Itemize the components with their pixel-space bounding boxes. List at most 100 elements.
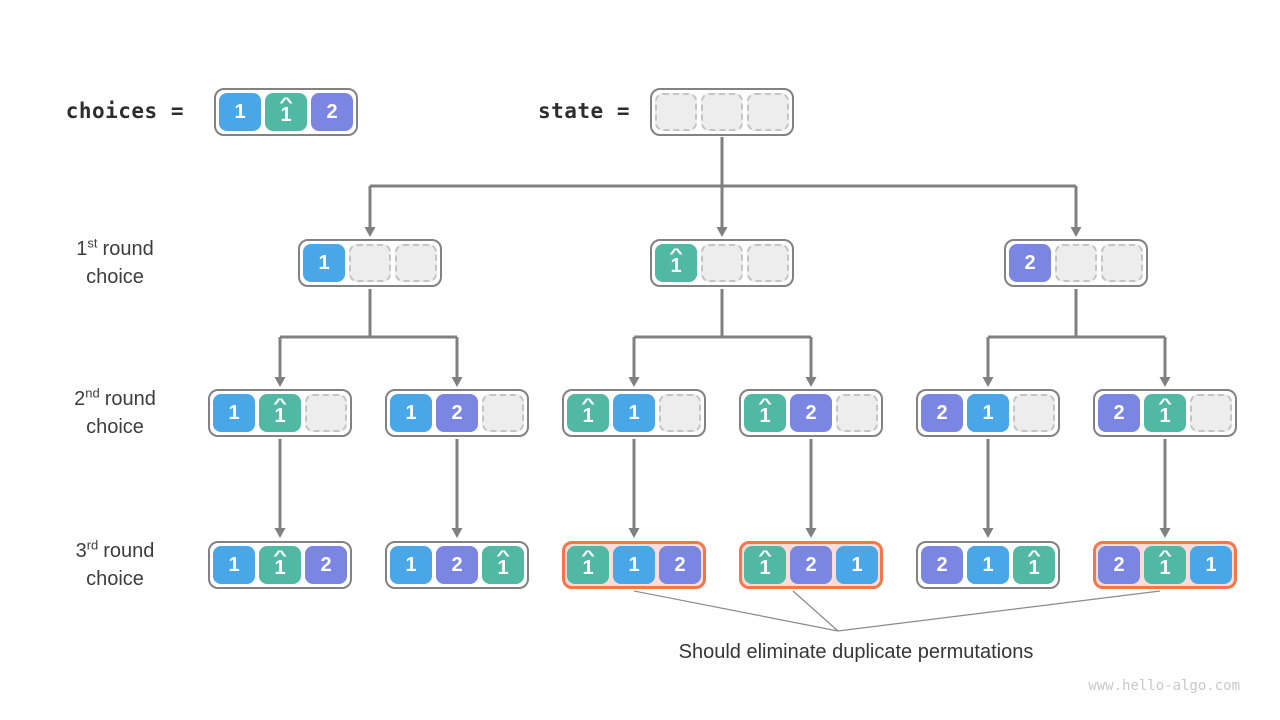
callout-line-2	[792, 590, 839, 632]
element-cell: ^1	[567, 546, 609, 584]
cell-digit: 2	[1113, 554, 1125, 576]
element-cell: ^1	[259, 546, 301, 584]
cell-digit: 2	[320, 554, 332, 576]
cell-digit: 1	[628, 554, 640, 576]
arrowhead-icon	[628, 528, 640, 538]
cell-digit: 2	[451, 554, 463, 576]
arrowhead-icon	[628, 377, 640, 387]
choices-label: choices =	[65, 99, 184, 123]
element-cell: 2	[1098, 394, 1140, 432]
arrowhead-icon	[805, 377, 817, 387]
hat-mark-icon: ^	[1027, 546, 1041, 563]
state-node	[650, 88, 794, 136]
element-cell: 1	[213, 546, 255, 584]
element-cell: ^1	[1144, 394, 1186, 432]
empty-slot-cell	[305, 394, 347, 432]
cell-digit: 1	[582, 556, 594, 579]
arrowhead-icon	[451, 528, 463, 538]
cell-digit: 1	[280, 103, 292, 126]
element-cell: 2	[790, 546, 832, 584]
element-cell: 1	[303, 244, 345, 282]
cell-digit: 2	[674, 554, 686, 576]
callout-line-1	[633, 590, 839, 632]
callout-line-3	[837, 590, 1161, 632]
cell-digit: 1	[318, 252, 330, 274]
round1-node-3: 2	[1004, 239, 1148, 287]
element-cell: ^1	[744, 394, 786, 432]
empty-slot-cell	[655, 93, 697, 131]
element-cell: ^1	[265, 93, 307, 131]
element-cell: 2	[436, 394, 478, 432]
element-cell: 2	[921, 546, 963, 584]
cell-digit: 1	[405, 402, 417, 424]
element-cell: 2	[659, 546, 701, 584]
round3-node-1: 1^1 2	[208, 541, 352, 589]
element-cell: 2	[790, 394, 832, 432]
cell-digit: 1	[274, 404, 286, 427]
hat-mark-icon: ^	[273, 394, 287, 411]
round1-node-2: ^1	[650, 239, 794, 287]
arrowhead-icon	[274, 528, 286, 538]
hat-mark-icon: ^	[758, 394, 772, 411]
element-cell: 2	[1098, 546, 1140, 584]
cell-digit: 1	[982, 402, 994, 424]
cell-digit: 2	[451, 402, 463, 424]
element-cell: 1	[390, 394, 432, 432]
arrowhead-icon	[1159, 377, 1171, 387]
cell-digit: 2	[936, 402, 948, 424]
element-cell: 2	[436, 546, 478, 584]
cell-digit: 1	[405, 554, 417, 576]
cell-digit: 1	[628, 402, 640, 424]
empty-slot-cell	[1190, 394, 1232, 432]
empty-slot-cell	[701, 244, 743, 282]
cell-digit: 1	[234, 101, 246, 123]
element-cell: 2	[921, 394, 963, 432]
empty-slot-cell	[747, 244, 789, 282]
empty-slot-cell	[659, 394, 701, 432]
cell-digit: 1	[670, 254, 682, 277]
cell-digit: 1	[1028, 556, 1040, 579]
cell-digit: 2	[1024, 252, 1036, 274]
element-cell: 1	[613, 394, 655, 432]
round1-node-1: 1	[298, 239, 442, 287]
cell-digit: 2	[1113, 402, 1125, 424]
duplicate-annotation: Should eliminate duplicate permutations	[678, 641, 1034, 663]
state-label: state =	[537, 99, 630, 123]
tree-edges	[278, 137, 1167, 529]
empty-slot-cell	[1055, 244, 1097, 282]
cell-digit: 1	[497, 556, 509, 579]
element-cell: 1	[967, 394, 1009, 432]
element-cell: 1	[836, 546, 878, 584]
empty-slot-cell	[349, 244, 391, 282]
element-cell: 2	[311, 93, 353, 131]
watermark: www.hello-algo.com	[1088, 678, 1240, 694]
hat-mark-icon: ^	[758, 546, 772, 563]
cell-digit: 1	[851, 554, 863, 576]
cell-digit: 1	[582, 404, 594, 427]
empty-slot-cell	[836, 394, 878, 432]
empty-slot-cell	[395, 244, 437, 282]
element-cell: ^1	[1144, 546, 1186, 584]
empty-slot-cell	[1013, 394, 1055, 432]
round2-label-line2: choice	[86, 416, 144, 438]
hat-mark-icon: ^	[669, 244, 683, 261]
cell-digit: 1	[1159, 404, 1171, 427]
round1-label-line2: choice	[86, 266, 144, 288]
element-cell: 1	[213, 394, 255, 432]
arrowhead-icon	[274, 377, 286, 387]
arrowhead-icon	[982, 528, 994, 538]
arrowheads	[274, 227, 1171, 538]
element-cell: 2	[305, 546, 347, 584]
